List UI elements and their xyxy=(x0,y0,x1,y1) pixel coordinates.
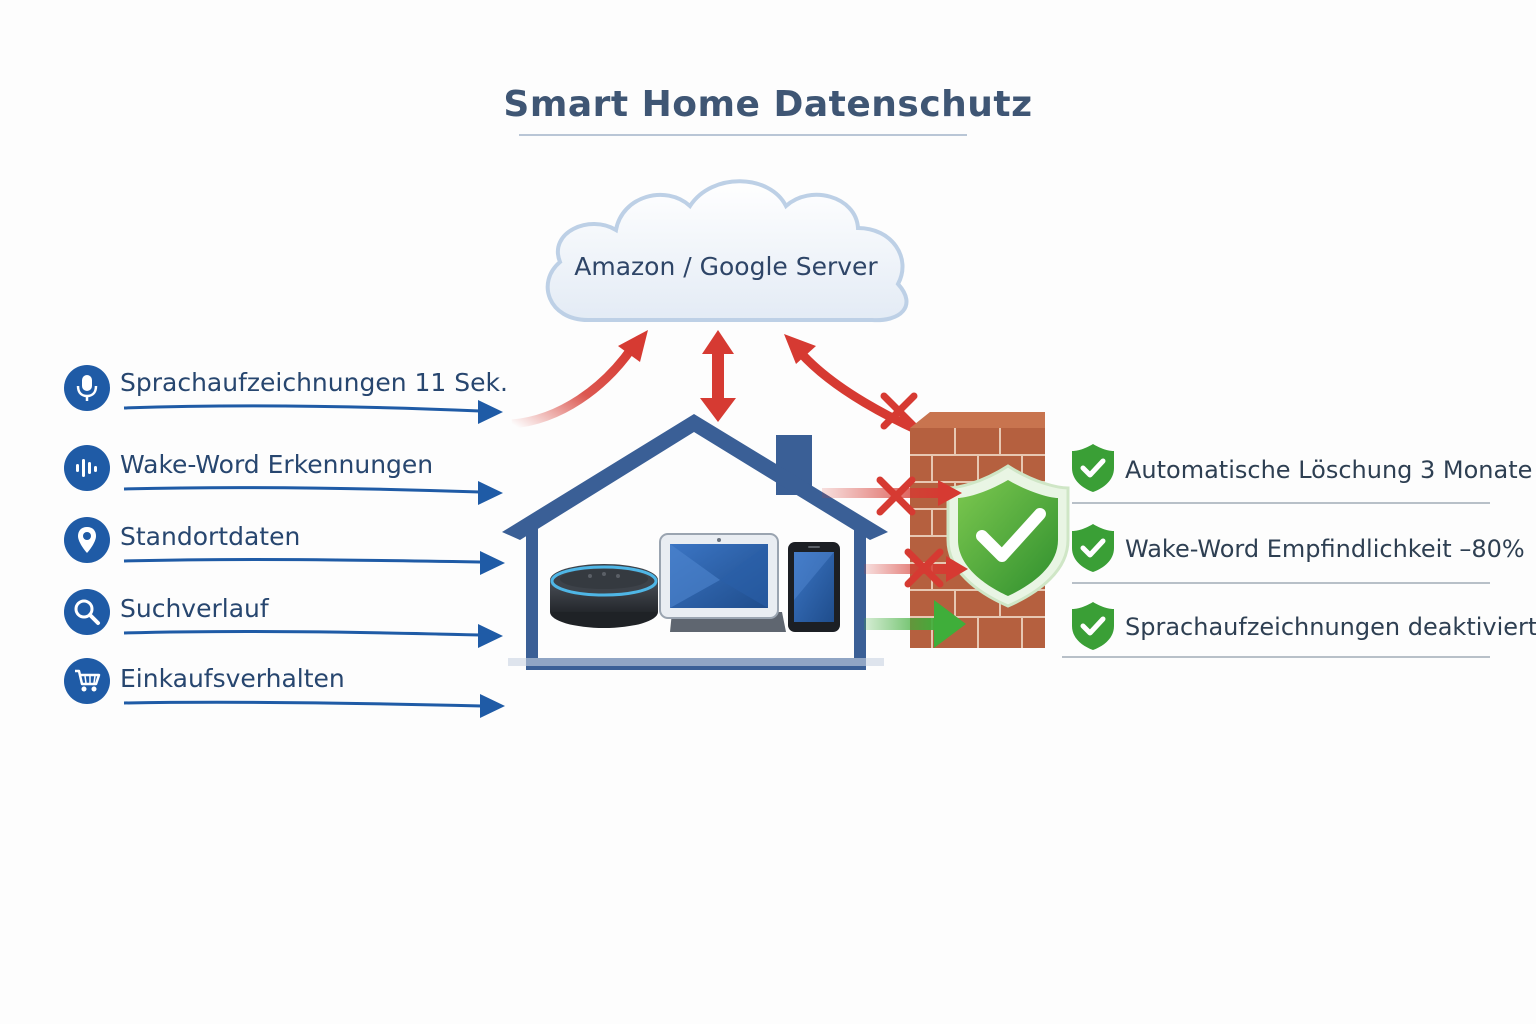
smartphone-icon xyxy=(788,542,840,632)
protection-auto-delete: Automatische Löschung 3 Monate xyxy=(1125,456,1533,484)
check-shield-icon xyxy=(1072,602,1114,650)
cloud-icon xyxy=(545,179,909,323)
title-underline xyxy=(519,134,967,136)
red-arrow-blocked-1 xyxy=(822,480,962,506)
search-icon xyxy=(64,589,110,635)
red-arrow-upload xyxy=(511,330,648,429)
red-arrow-bidirectional xyxy=(700,330,736,422)
shopping-cart-icon xyxy=(64,658,110,704)
data-item-shopping: Einkaufsverhalten xyxy=(120,664,345,693)
data-arrows xyxy=(123,400,505,718)
check-shield-icon xyxy=(1072,444,1114,492)
page-title: Smart Home Datenschutz xyxy=(503,84,1033,125)
microphone-icon xyxy=(64,365,110,411)
location-pin-icon xyxy=(64,517,110,563)
cloud-label: Amazon / Google Server xyxy=(574,252,878,281)
data-item-location: Standortdaten xyxy=(120,522,301,551)
check-shield-icon xyxy=(1072,524,1114,572)
x-mark-icon xyxy=(904,548,944,588)
data-item-search-history: Suchverlauf xyxy=(120,594,269,623)
protection-recordings-disabled: Sprachaufzeichnungen deaktiviert xyxy=(1125,613,1536,641)
soundwave-icon xyxy=(64,445,110,491)
x-mark-icon xyxy=(876,476,916,516)
smart-speaker-icon xyxy=(550,564,658,628)
data-item-voice-recordings: Sprachaufzeichnungen 11 Sek. xyxy=(120,368,508,397)
shield-check-icon xyxy=(946,464,1070,608)
protection-divider xyxy=(1072,502,1490,504)
protection-divider xyxy=(1072,582,1490,584)
house-icon xyxy=(502,414,888,670)
x-mark-icon xyxy=(880,392,918,430)
protection-divider xyxy=(1062,656,1490,658)
data-item-wake-word: Wake-Word Erkennungen xyxy=(120,450,434,479)
smart-display-icon xyxy=(659,533,786,632)
red-arrow-blocked-2 xyxy=(864,556,968,582)
protection-wake-word-sensitivity: Wake-Word Empfindlichkeit –80% xyxy=(1125,535,1525,563)
green-arrow-allowed xyxy=(864,600,966,648)
